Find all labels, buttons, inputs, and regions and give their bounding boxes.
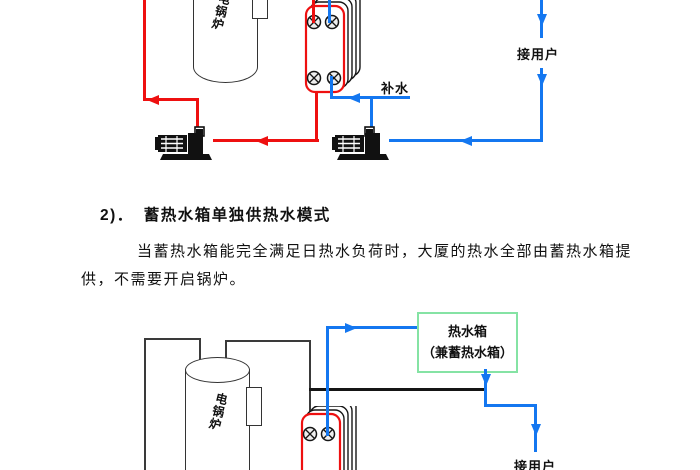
pipe-thin-boiler-outlet <box>225 340 227 367</box>
blue-flow-arrow-down-4 <box>530 424 541 436</box>
blue-flow-arrow-down-3 <box>480 374 491 386</box>
boiler-fitting-top <box>252 0 268 19</box>
to-users-label-top: 接用户 <box>517 47 560 62</box>
circulation-pump-right <box>332 126 389 160</box>
pipe-black-supply-line <box>309 388 487 391</box>
pipe-red-hx-inlet-stub <box>312 0 315 23</box>
blue-flow-arrow-down-1 <box>536 74 547 86</box>
boiler-cylinder-bottom-body <box>185 369 250 470</box>
pipe-blue-user-riser-lower <box>540 68 543 142</box>
makeup-water-label: 补水 <box>381 81 410 96</box>
pipe-red-return-horizontal <box>143 98 199 101</box>
pipe-blue-tank-inlet <box>326 326 417 329</box>
pipe-red-return-riser <box>143 0 146 101</box>
boiler-fitting-bottom <box>246 387 262 426</box>
pipe-thin-boiler-inlet <box>199 338 201 367</box>
blue-flow-arrow-down-2 <box>536 14 547 26</box>
pipe-blue-hx-supply-stub <box>328 0 331 23</box>
blue-flow-arrow-left-1 <box>348 92 360 103</box>
red-flow-arrow-left-2 <box>256 135 268 146</box>
pipe-thin-left-drop <box>144 338 146 470</box>
pipe-blue-hx-to-tank-riser <box>326 326 329 436</box>
pipe-thin-top-left <box>144 338 201 340</box>
boiler-cylinder-top <box>193 0 258 83</box>
heading-title: 蓄热水箱单独供热水模式 <box>143 207 331 224</box>
blue-flow-arrow-right-1 <box>345 322 357 333</box>
boiler-cylinder-bottom-top-rim <box>185 357 250 383</box>
circulation-pump-left <box>155 126 212 160</box>
pipe-red-hx-outlet-drop <box>315 84 318 142</box>
blue-flow-arrow-left-2 <box>460 135 472 146</box>
section-heading: 2)． 蓄热水箱单独供热水模式 <box>100 203 331 225</box>
hot-water-tank-label-box: 热水箱 （兼蓄热水箱） <box>417 312 518 373</box>
pipe-thin-top-right <box>225 340 311 342</box>
pipe-red-pump-discharge <box>196 98 199 130</box>
paragraph-line-1: 当蓄热水箱能完全满足日热水负荷时，大厦的热水全部由蓄热水箱提 <box>137 244 633 260</box>
to-users-label-bottom: 接用户 <box>514 459 557 470</box>
pipe-blue-hx-return-drop <box>330 76 333 99</box>
heading-number: 2)． <box>100 207 134 224</box>
pipe-blue-tank-outlet-drop <box>484 369 487 407</box>
plate-heat-exchanger-top <box>304 0 361 94</box>
pipe-blue-user-jog <box>484 404 537 407</box>
pipe-blue-pump-drop <box>370 96 373 130</box>
pipe-thin-hx-feed-drop <box>309 340 311 434</box>
paragraph-line-2: 供，不需要开启锅炉。 <box>81 272 247 288</box>
red-flow-arrow-left-1 <box>147 94 159 105</box>
tank-label-line-2: （兼蓄热水箱） <box>421 344 513 360</box>
plate-heat-exchanger-bottom <box>300 406 357 470</box>
tank-label-line-1: 热水箱 <box>447 324 487 340</box>
